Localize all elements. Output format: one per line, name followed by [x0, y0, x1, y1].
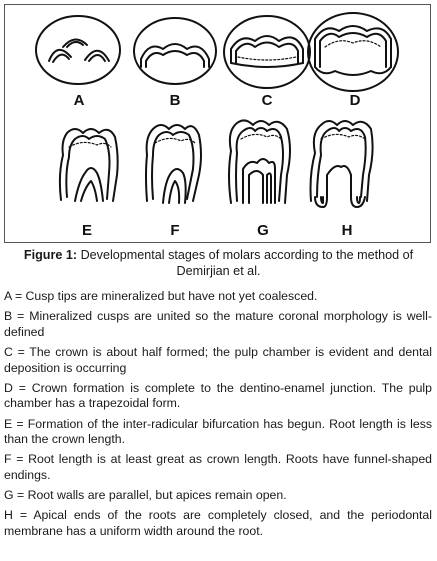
- stage-d-drawing: [307, 12, 399, 92]
- definition-h: H = Apical ends of the roots are complet…: [4, 508, 432, 538]
- stage-a-drawing: [35, 15, 121, 85]
- molar-stages-figure: A B C D E F G H: [4, 4, 431, 243]
- stage-h-drawing: [309, 120, 374, 208]
- definition-a: A = Cusp tips are mineralized but have n…: [4, 289, 318, 303]
- stage-label-g: G: [257, 222, 269, 239]
- stage-definitions: A = Cusp tips are mineralized but have n…: [4, 289, 432, 544]
- figure-caption: Figure 1: Developmental stages of molars…: [18, 247, 419, 279]
- definition-c: C = The crown is about half formed; the …: [4, 344, 432, 375]
- definition-e: E = Formation of the inter-radicular bif…: [4, 416, 432, 447]
- definition-b: B = Mineralized cusps are united so the …: [4, 309, 432, 339]
- stage-b-drawing: [133, 17, 217, 85]
- stage-g-drawing: [228, 119, 291, 204]
- stage-label-b: B: [170, 92, 181, 109]
- stage-f-drawing: [145, 124, 202, 204]
- stage-label-e: E: [82, 222, 92, 239]
- caption-text: Developmental stages of molars according…: [77, 248, 414, 278]
- definition-f: F = Root length is at least great as cro…: [4, 452, 432, 482]
- definition-d: D = Crown formation is complete to the d…: [4, 380, 432, 411]
- stage-e-drawing: [58, 128, 119, 202]
- definition-g: G = Root walls are parallel, but apices …: [4, 488, 287, 503]
- stage-label-d: D: [350, 92, 361, 109]
- stage-c-drawing: [223, 15, 311, 89]
- molar-stages-illustration: A B C D E F G H: [35, 12, 399, 239]
- stage-label-a: A: [74, 92, 85, 109]
- stage-label-h: H: [342, 222, 353, 239]
- stage-label-f: F: [170, 222, 179, 239]
- caption-label: Figure 1:: [23, 248, 78, 262]
- stage-label-c: C: [262, 92, 273, 109]
